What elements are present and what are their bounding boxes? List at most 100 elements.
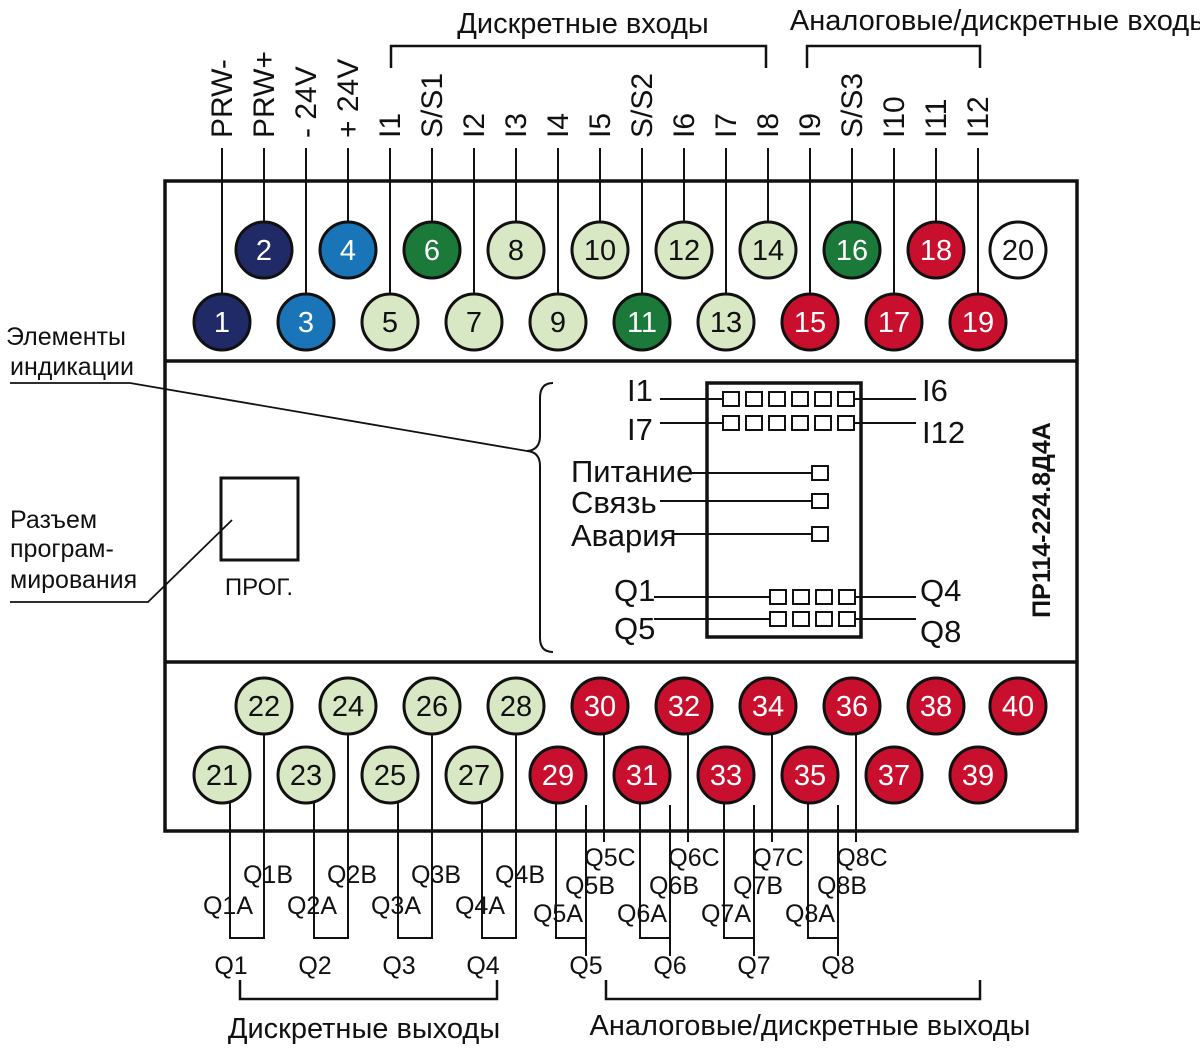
terminal-34[interactable]: 34: [738, 676, 798, 736]
terminal-number: 26: [416, 691, 448, 723]
label-q3b: Q3B: [411, 861, 461, 889]
pin-label-5: I1: [374, 113, 407, 138]
label-q6c: Q6C: [668, 844, 719, 872]
terminal-1[interactable]: 1: [192, 292, 252, 352]
label-group-q5: Q5: [569, 952, 602, 980]
pin-label-11: S/S2: [626, 73, 659, 138]
terminal-38[interactable]: 38: [906, 676, 966, 736]
terminal-number: 19: [962, 307, 994, 339]
terminal-5[interactable]: 5: [360, 292, 420, 352]
terminal-36[interactable]: 36: [822, 676, 882, 736]
terminal-8[interactable]: 8: [486, 220, 546, 280]
terminal-14[interactable]: 14: [738, 220, 798, 280]
terminal-22[interactable]: 22: [234, 676, 294, 736]
led-link: [811, 493, 829, 509]
label-q5b: Q5B: [565, 872, 615, 900]
pin-label-7: I2: [458, 113, 491, 138]
device-body: [163, 179, 1079, 833]
label-q7a: Q7A: [701, 900, 751, 928]
terminal-37[interactable]: 37: [864, 745, 924, 805]
terminal-30[interactable]: 30: [570, 676, 630, 736]
terminal-number: 8: [508, 235, 524, 267]
indication-brace: [526, 382, 554, 653]
connector-label-line3: мирования: [10, 566, 137, 594]
bracket-analog-inputs: [805, 44, 982, 68]
pin-label-19: I12: [962, 96, 995, 138]
terminal-28[interactable]: 28: [486, 676, 546, 736]
led-grid: [654, 391, 916, 627]
terminal-39[interactable]: 39: [948, 745, 1008, 805]
terminal-number: 40: [1002, 691, 1034, 723]
terminal-21[interactable]: 21: [192, 745, 252, 805]
terminal-number: 13: [710, 307, 742, 339]
terminal-number: 22: [248, 691, 280, 723]
terminal-number: 16: [836, 235, 868, 267]
terminal-19[interactable]: 19: [948, 292, 1008, 352]
terminal-18[interactable]: 18: [906, 220, 966, 280]
led-label-power: Питание: [571, 454, 693, 489]
wire-Q4: [481, 734, 517, 939]
terminal-4[interactable]: 4: [318, 220, 378, 280]
pin-label-8: I3: [500, 113, 533, 138]
terminal-number: 18: [920, 235, 952, 267]
terminal-12[interactable]: 12: [654, 220, 714, 280]
pin-label-16: S/S3: [836, 73, 869, 138]
terminal-15[interactable]: 15: [780, 292, 840, 352]
terminal-6[interactable]: 6: [402, 220, 462, 280]
terminal-number: 11: [627, 307, 657, 339]
led-label-q1: Q1: [614, 573, 655, 608]
terminal-3[interactable]: 3: [276, 292, 336, 352]
pin-label-4: + 24V: [332, 59, 365, 138]
terminal-35[interactable]: 35: [780, 745, 840, 805]
led-label-i1: I1: [627, 373, 653, 408]
terminal-31[interactable]: 31: [612, 745, 672, 805]
led-output-8: [838, 611, 856, 627]
indication-leader: [10, 382, 528, 452]
led-label-i12: I12: [922, 415, 965, 450]
terminal-10[interactable]: 10: [570, 220, 630, 280]
terminal-40[interactable]: 40: [988, 676, 1048, 736]
terminal-2[interactable]: 2: [234, 220, 294, 280]
terminal-23[interactable]: 23: [276, 745, 336, 805]
terminal-16[interactable]: 16: [822, 220, 882, 280]
header-analog-discrete-inputs: Аналоговые/дискретные входы: [790, 5, 1200, 37]
terminal-9[interactable]: 9: [528, 292, 588, 352]
terminal-29[interactable]: 29: [528, 745, 588, 805]
terminal-17[interactable]: 17: [864, 292, 924, 352]
led-input-9: [768, 415, 786, 431]
label-q6b: Q6B: [649, 872, 699, 900]
terminal-26[interactable]: 26: [402, 676, 462, 736]
led-label-alarm: Авария: [571, 518, 676, 553]
bracket-discrete-outputs: [238, 980, 499, 1001]
terminal-20[interactable]: 20: [988, 220, 1048, 280]
led-output-1: [769, 589, 787, 605]
terminal-11[interactable]: 11: [612, 292, 672, 352]
label-q4b: Q4B: [495, 861, 545, 889]
terminal-13[interactable]: 13: [696, 292, 756, 352]
label-group-q3: Q3: [382, 952, 415, 980]
terminal-33[interactable]: 33: [696, 745, 756, 805]
led-power: [811, 465, 829, 481]
terminal-number: 3: [298, 307, 314, 339]
led-input-5: [814, 391, 832, 407]
bottom-terminal-block: 21 23 25 27 29 31 33 35 37 39 22 24 26 28 30 32 34 36 38 40: [192, 676, 1048, 805]
connector-leader: [10, 519, 233, 603]
led-label-q4: Q4: [920, 573, 961, 608]
terminal-32[interactable]: 32: [654, 676, 714, 736]
led-input-11: [814, 415, 832, 431]
terminal-24[interactable]: 24: [318, 676, 378, 736]
terminal-25[interactable]: 25: [360, 745, 420, 805]
bottom-output-labels: Q1AQ1BQ1Q2AQ2BQ2Q3AQ3BQ3Q4AQ4BQ4Q5AQ5BQ5…: [203, 844, 888, 980]
programming-connector: [219, 476, 300, 562]
terminal-7[interactable]: 7: [444, 292, 504, 352]
terminal-27[interactable]: 27: [444, 745, 504, 805]
pin-label-6: S/S1: [416, 73, 449, 138]
terminal-number: 10: [584, 235, 616, 267]
label-q8b: Q8B: [817, 872, 867, 900]
terminal-number: 29: [542, 760, 574, 792]
terminal-number: 21: [206, 760, 238, 792]
connector-label-line1: Разъем: [10, 506, 97, 534]
led-input-2: [745, 391, 763, 407]
